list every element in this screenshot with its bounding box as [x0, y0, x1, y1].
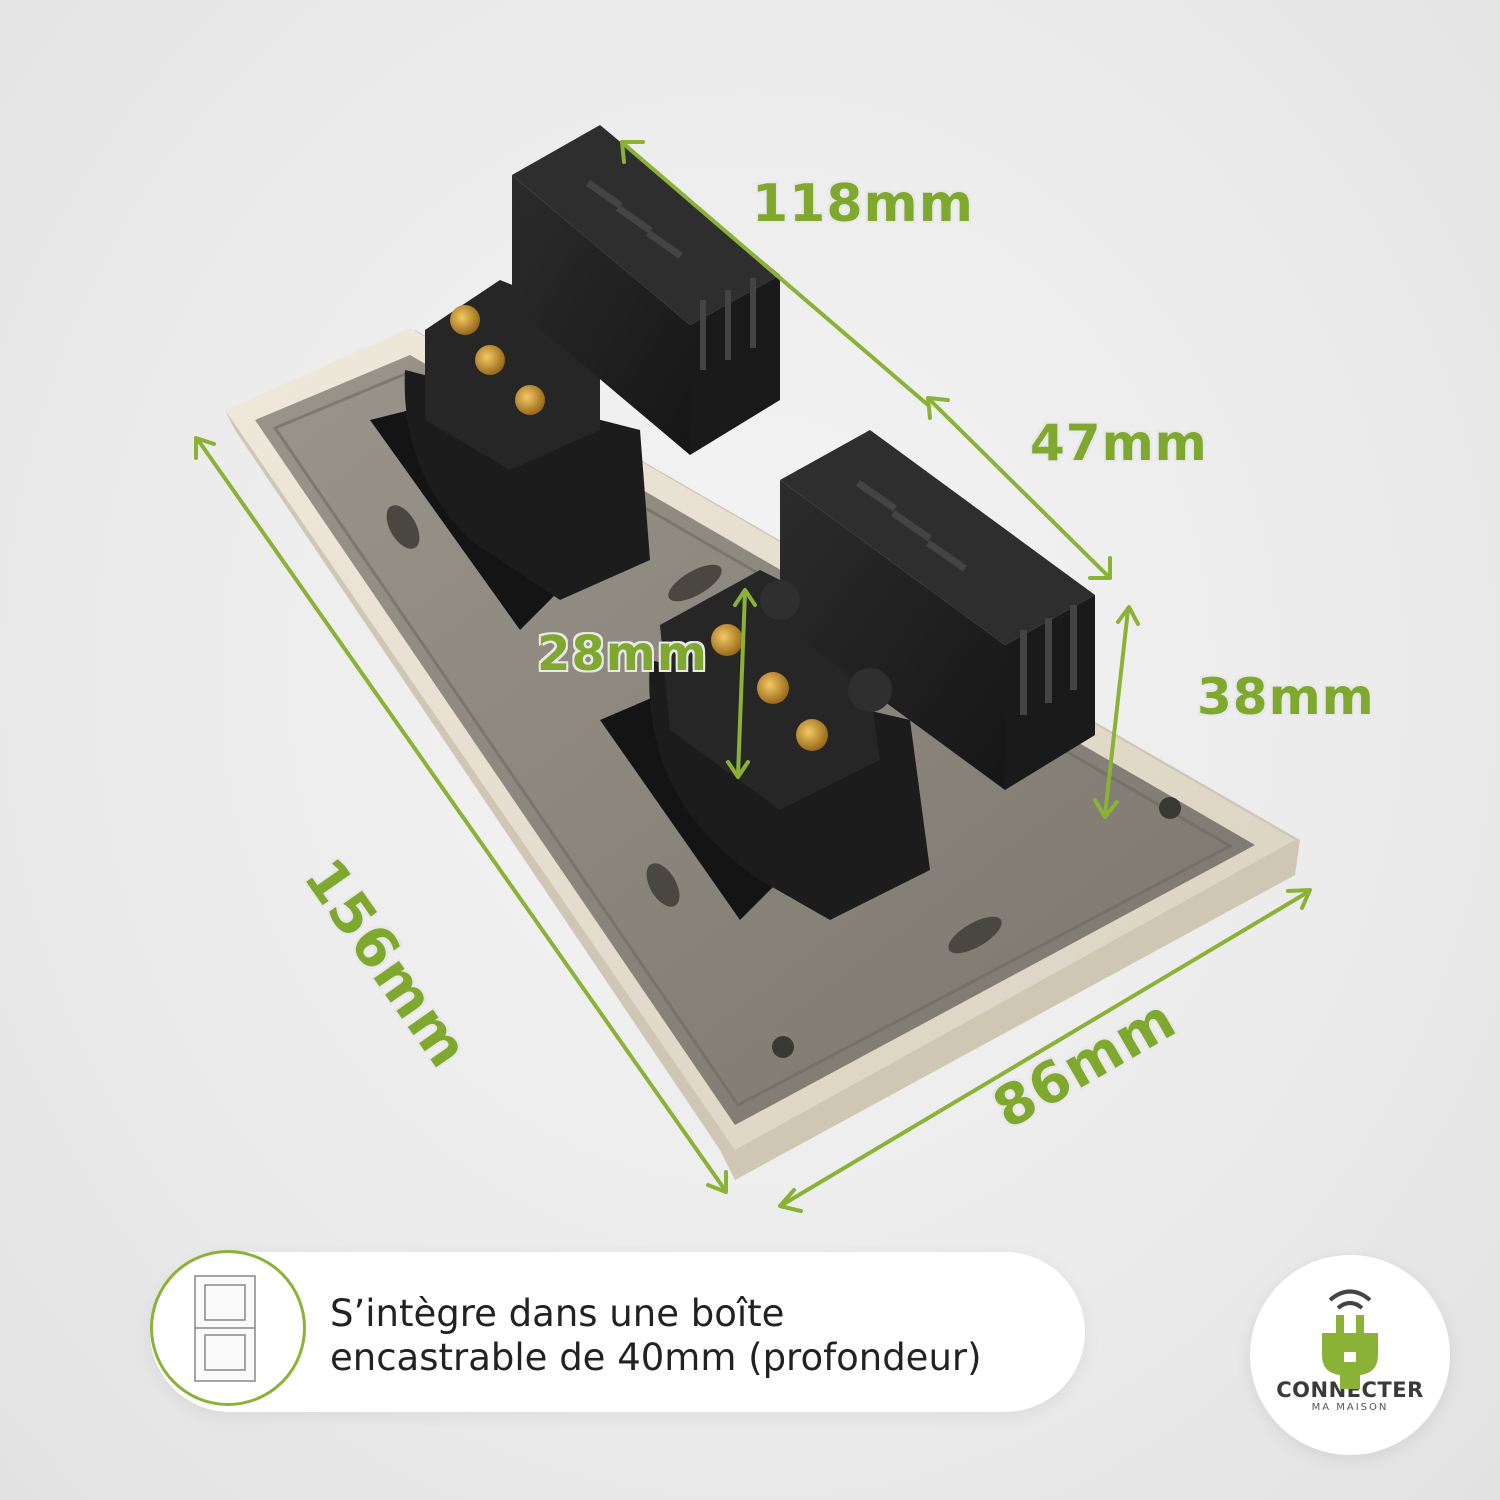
arrow-47	[928, 398, 1112, 580]
arrow-86	[780, 890, 1310, 1207]
arrow-156	[196, 438, 727, 1192]
arrow-28	[736, 590, 747, 777]
dim-label-47mm: 47mm	[1030, 414, 1208, 472]
info-text: S’intègre dans une boîte encastrable de …	[330, 1292, 1070, 1380]
brand-name: CONNECTER	[1276, 1378, 1424, 1402]
info-line-2: encastrable de 40mm (profondeur)	[330, 1336, 982, 1379]
arrow-118	[623, 143, 930, 407]
info-icon-circle	[150, 1250, 306, 1406]
socket-module-back	[370, 125, 780, 630]
dim-label-38mm: 38mm	[1197, 668, 1375, 726]
dim-label-28mm: 28mm	[537, 626, 708, 682]
brand-logo	[1250, 1255, 1450, 1455]
arrow-38	[1103, 608, 1130, 817]
info-line-1: S’intègre dans une boîte	[330, 1292, 785, 1335]
socket-module-front	[600, 430, 1095, 920]
brand-sub: MA MAISON	[1311, 1402, 1389, 1413]
dimension-arrows	[194, 140, 1312, 1213]
dim-label-118mm: 118mm	[752, 174, 974, 234]
